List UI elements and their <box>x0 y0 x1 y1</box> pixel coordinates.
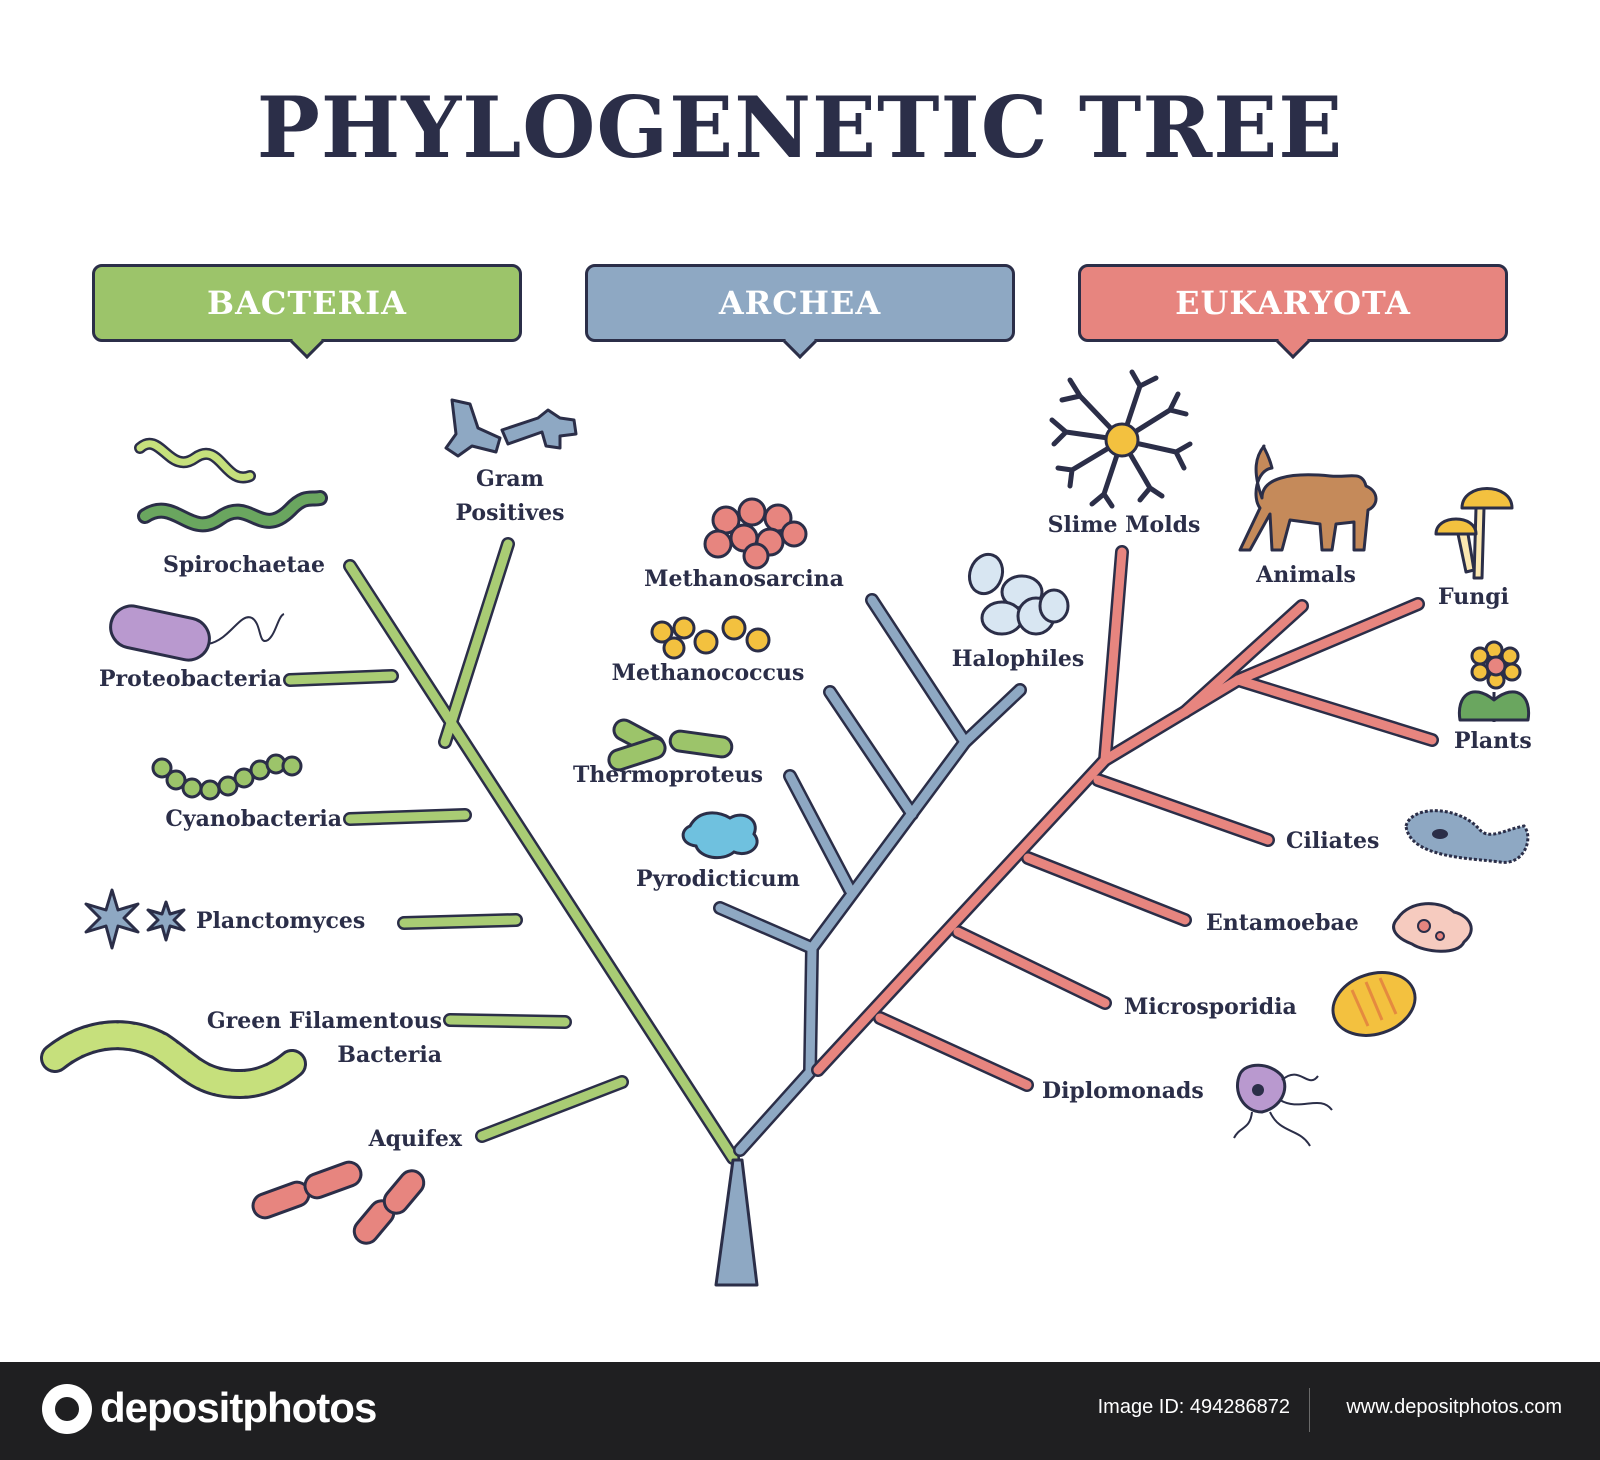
camera-logo-icon <box>42 1384 92 1434</box>
gram-positives-illustration <box>444 398 578 458</box>
label-methanosarcina: Methanosarcina <box>644 566 844 592</box>
diagram-title: PHYLOGENETIC TREE <box>256 78 1344 177</box>
spirochaetae-illustration <box>134 437 328 533</box>
label-halophiles: Halophiles <box>951 646 1085 672</box>
label-cyanobacteria: Cyanobacteria <box>165 806 342 832</box>
microsporidia-illustration <box>1331 971 1417 1037</box>
diagram-stage: PHYLOGENETIC TREE BACTERIA ARCHEA EUKARY… <box>40 78 1532 1287</box>
green-filamentous-illustration <box>40 1020 307 1100</box>
phylogenetic-tree-graphic <box>40 369 1531 1287</box>
methanosarcina-illustration <box>703 497 808 570</box>
ciliates-illustration <box>1404 809 1530 864</box>
domain-box-eukaryota: EUKARYOTA <box>1078 264 1508 359</box>
label-plants: Plants <box>1454 728 1532 754</box>
fungi-illustration <box>1434 487 1514 580</box>
domain-label-archea: ARCHEA <box>718 284 882 322</box>
domain-label-eukaryota: EUKARYOTA <box>1175 284 1411 322</box>
cyanobacteria-illustration <box>151 753 303 801</box>
label-ciliates: Ciliates <box>1286 828 1380 854</box>
footer-url[interactable]: www.depositphotos.com <box>1346 1396 1562 1418</box>
entamoebae-illustration <box>1392 902 1473 953</box>
label-fungi: Fungi <box>1438 584 1509 610</box>
footer-bar: depositphotos Image ID: 494286872 www.de… <box>0 1362 1600 1460</box>
label-planctomyces: Planctomyces <box>196 908 366 934</box>
label-pyrodicticum: Pyrodicticum <box>636 866 800 892</box>
footer-brand[interactable]: depositphotos <box>100 1384 377 1431</box>
plants-illustration <box>1457 640 1531 722</box>
label-methanococcus: Methanococcus <box>611 660 805 686</box>
label-diplomonads: Diplomonads <box>1042 1078 1204 1104</box>
label-green-filamentous-line2: Bacteria <box>337 1042 442 1068</box>
label-gram-positives-line2: Positives <box>455 500 565 526</box>
label-green-filamentous-line1: Green Filamentous <box>206 1008 442 1034</box>
pyrodicticum-illustration <box>681 811 759 860</box>
animals-illustration <box>1238 444 1378 552</box>
label-gram-positives-line1: Gram <box>476 466 544 492</box>
label-slime-molds: Slime Molds <box>1047 512 1201 538</box>
label-spirochaetae: Spirochaetae <box>163 552 325 578</box>
label-entamoebae: Entamoebae <box>1206 910 1359 936</box>
halophiles-illustration <box>967 552 1070 636</box>
label-thermoproteus: Thermoproteus <box>572 762 764 788</box>
thermoproteus-illustration <box>607 718 734 772</box>
footer-image-id: Image ID: 494286872 <box>1097 1396 1290 1418</box>
planctomyces-illustration <box>84 888 186 950</box>
label-proteobacteria: Proteobacteria <box>98 666 282 692</box>
domain-box-bacteria: BACTERIA <box>92 264 522 359</box>
proteobacteria-illustration <box>109 604 285 662</box>
label-aquifex: Aquifex <box>368 1126 462 1152</box>
tree-trunk <box>714 1158 759 1287</box>
label-microsporidia: Microsporidia <box>1124 994 1297 1020</box>
diplomonads-illustration <box>1233 1063 1333 1147</box>
aquifex-illustration <box>251 1160 426 1245</box>
domain-label-bacteria: BACTERIA <box>207 284 407 322</box>
methanococcus-illustration <box>650 615 771 660</box>
domain-box-archea: ARCHEA <box>585 264 1015 359</box>
label-animals: Animals <box>1256 562 1356 588</box>
slime-molds-core <box>1104 422 1140 458</box>
footer-divider <box>1309 1388 1310 1432</box>
slime-molds-illustration <box>1049 369 1193 509</box>
